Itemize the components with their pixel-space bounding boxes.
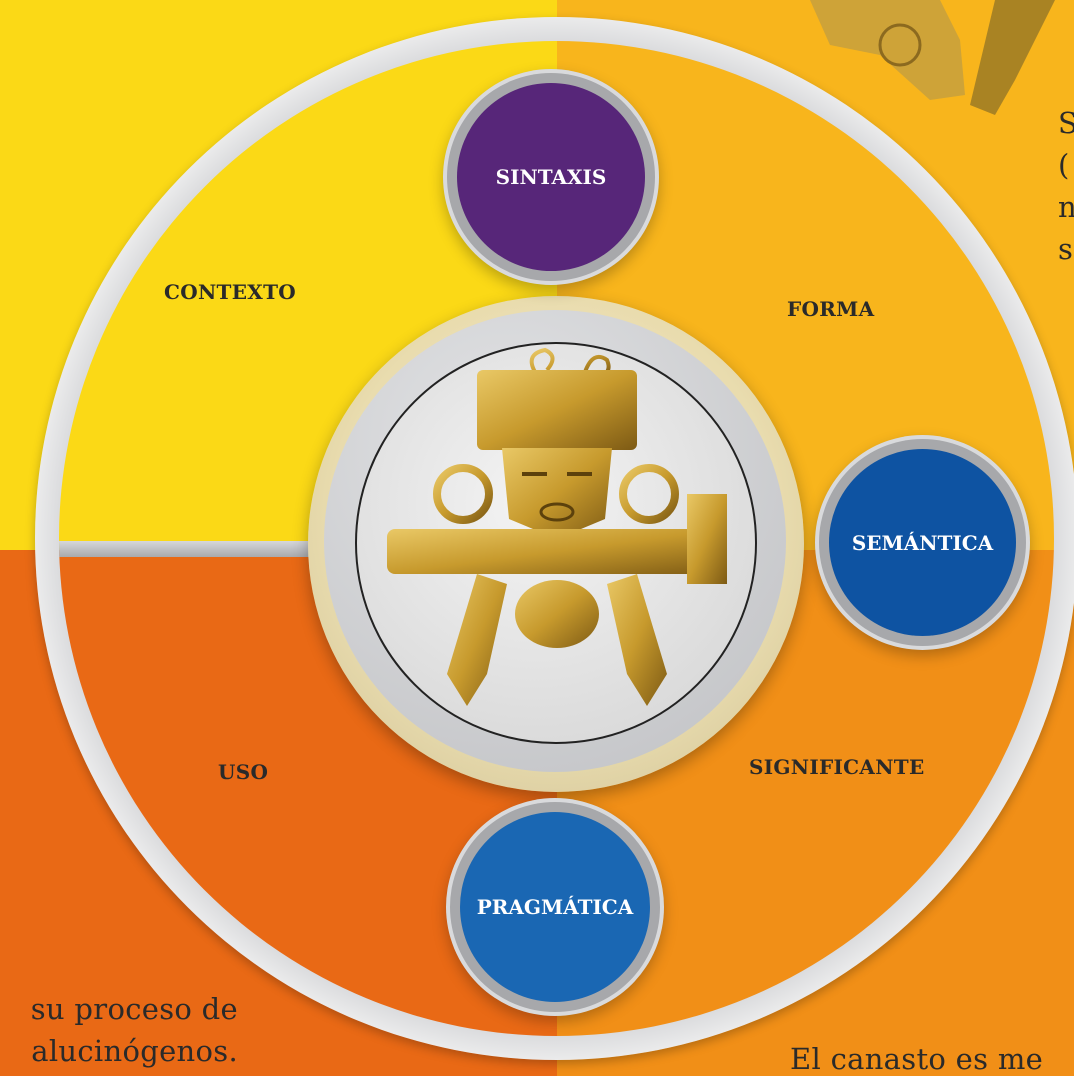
- bottom-right-text-fragment: El canasto es me: [790, 1042, 1044, 1076]
- top-right-text-fragment: S ( n s: [1058, 102, 1074, 270]
- uso-label: USO: [218, 760, 269, 784]
- top-right-text-line: s: [1058, 232, 1074, 266]
- bottom-left-text-fragment: su proceso de alucinógenos.: [31, 988, 238, 1072]
- top-right-text-line: (: [1058, 148, 1070, 182]
- sintaxis-node: SINTAXIS: [457, 83, 645, 271]
- gold-anthropomorphic-figure-icon: [387, 347, 727, 706]
- bottom-left-text-line: alucinógenos.: [31, 1034, 238, 1068]
- top-right-text-line: S: [1058, 106, 1074, 140]
- gold-figure-photo: [355, 342, 757, 744]
- semantica-node: SEMÁNTICA: [829, 449, 1016, 636]
- bottom-left-text-line: su proceso de: [30, 992, 238, 1026]
- forma-label: FORMA: [787, 297, 875, 321]
- significante-label: SIGNIFICANTE: [749, 755, 925, 779]
- contexto-label: CONTEXTO: [164, 280, 296, 304]
- top-right-text-line: n: [1058, 190, 1074, 224]
- pragmatica-node: PRAGMÁTICA: [460, 812, 650, 1002]
